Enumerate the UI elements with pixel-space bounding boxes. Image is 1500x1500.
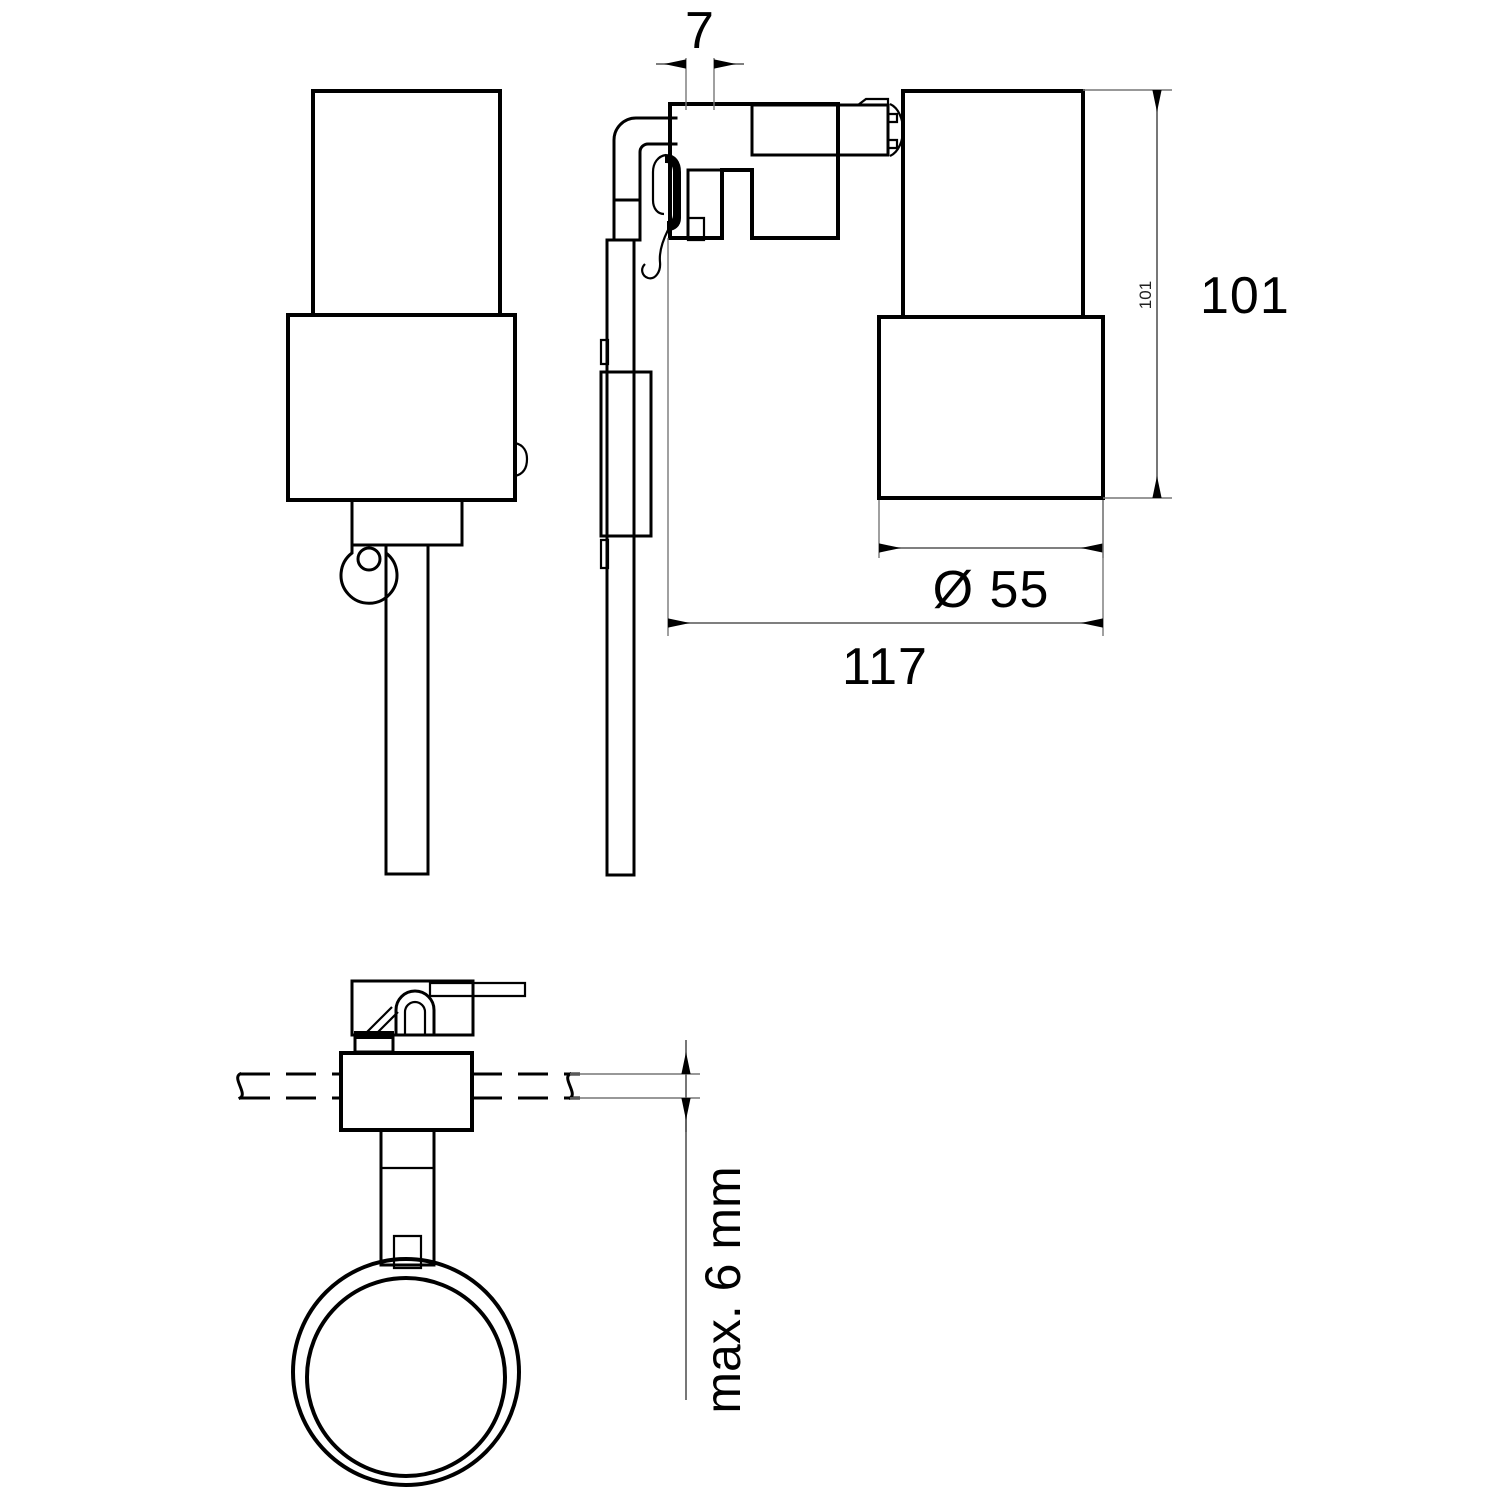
bracket-spring-clip xyxy=(665,153,681,232)
front-view-stem xyxy=(384,543,430,876)
mount-stem xyxy=(379,1128,436,1267)
dimension-diameter-55: Ø 55 xyxy=(878,500,1104,619)
connector-barrel-2 xyxy=(750,103,840,157)
bracket-spring-clip-tail xyxy=(641,229,669,280)
bracket-cable-elbow-inner xyxy=(638,142,678,202)
side-view-body xyxy=(877,89,1105,500)
mount-flange-plate xyxy=(428,981,527,998)
front-view-housing-ring xyxy=(286,313,517,502)
dim101-leader-value: 101 xyxy=(1136,281,1155,309)
connector-barrel xyxy=(836,103,890,157)
dim117-value: 117 xyxy=(842,638,928,696)
mount-collar xyxy=(339,1051,474,1132)
bottom-mounting-view xyxy=(236,979,700,1487)
dim101-value: 101 xyxy=(1200,267,1290,325)
dimension-117: 117 xyxy=(667,238,1104,696)
mount-spring-inner xyxy=(403,1000,427,1035)
mount-panel-break-left xyxy=(236,1071,244,1101)
bracket-cable-elbow-outer xyxy=(612,116,678,202)
mount-bracket-box xyxy=(350,979,475,1037)
dimension-7: 7 xyxy=(656,2,744,110)
dim6-value: max. 6 mm xyxy=(695,1166,751,1413)
body-housing-ring xyxy=(877,315,1105,500)
dimension-101: 101 101 xyxy=(1083,89,1290,499)
connector-pin-upper xyxy=(888,112,899,124)
dim7-value: 7 xyxy=(685,2,715,60)
front-view xyxy=(286,89,529,876)
bracket-notch-lower xyxy=(599,538,610,570)
mount-stem-pin xyxy=(392,1234,423,1270)
mount-ring-outer xyxy=(291,1257,521,1487)
mount-ring-inner xyxy=(305,1276,507,1478)
mount-spring-loop xyxy=(394,989,436,1037)
front-view-pivot-hole xyxy=(356,546,382,572)
bracket-notch-upper xyxy=(599,338,610,366)
front-view-neck-block xyxy=(350,498,464,547)
front-view-side-lug xyxy=(514,441,529,478)
mount-clamp-block-top xyxy=(354,1031,394,1039)
front-view-shade-body xyxy=(311,89,502,317)
dimension-max-6mm: max. 6 mm xyxy=(681,1040,751,1414)
bracket-side-arm xyxy=(605,238,636,877)
body-shade-cylinder xyxy=(901,89,1085,319)
connector-shoulder xyxy=(857,97,890,106)
connector-pin-lower xyxy=(888,138,899,150)
side-view-bracket xyxy=(599,97,905,877)
bracket-spring-clip-arc xyxy=(651,153,667,216)
dim55-value: Ø 55 xyxy=(933,561,1050,619)
bracket-left-plate-upper xyxy=(612,198,642,242)
bracket-inner-slot xyxy=(686,168,724,240)
bracket-arm-mid-block xyxy=(599,370,653,538)
bracket-lower-tab xyxy=(686,216,706,242)
front-view-pivot-knuckle xyxy=(339,543,399,605)
mount-panel-break-right xyxy=(566,1071,574,1101)
